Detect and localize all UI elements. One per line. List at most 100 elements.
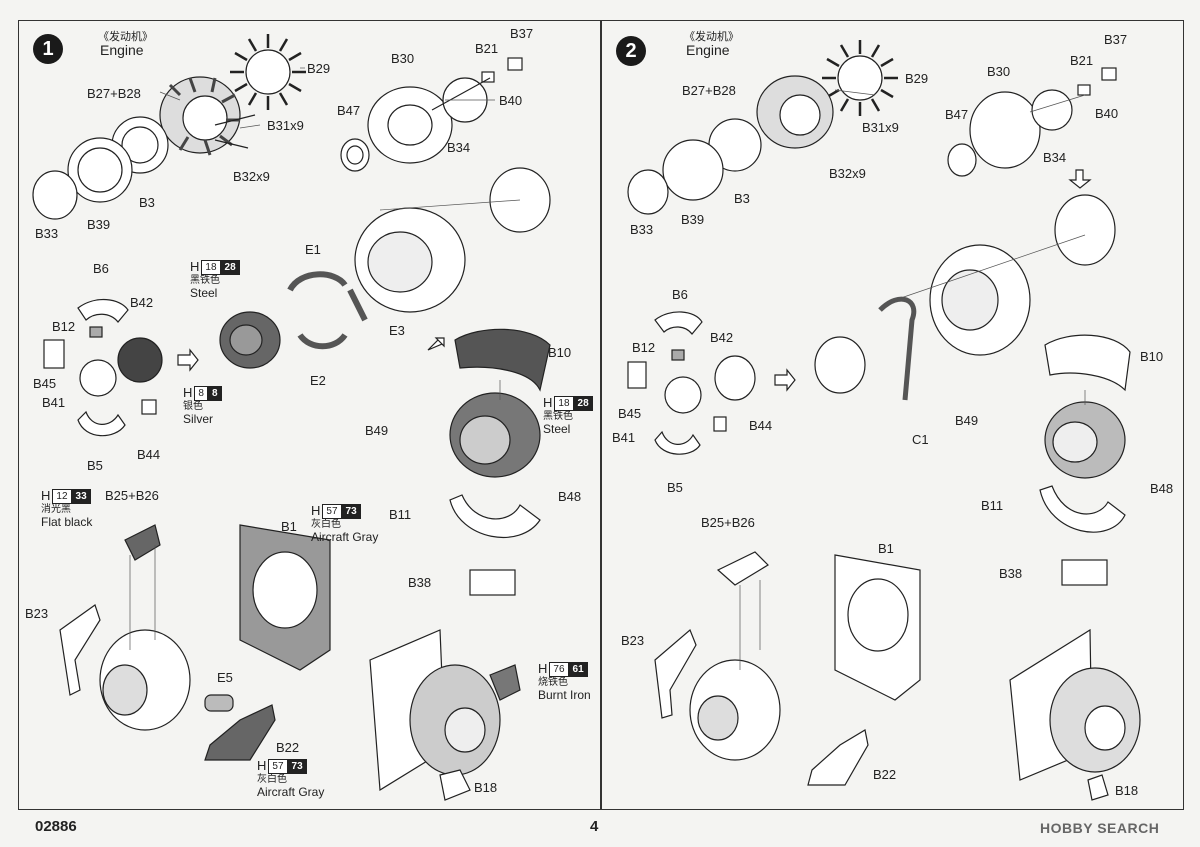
part-b5 bbox=[77, 410, 126, 437]
step-title-en: Engine bbox=[686, 42, 730, 58]
part-label: B22 bbox=[276, 740, 300, 755]
part-label: B40 bbox=[1095, 106, 1119, 121]
part-label: B34 bbox=[447, 140, 471, 155]
part-b41-hub-2 bbox=[664, 376, 702, 414]
part-b42 bbox=[117, 337, 163, 383]
part-label: B18 bbox=[474, 780, 498, 795]
part-b45-2 bbox=[627, 361, 647, 389]
part-label: B6 bbox=[93, 261, 109, 276]
part-b38 bbox=[469, 569, 516, 596]
step-number-badge: 1 bbox=[33, 34, 63, 64]
step-divider bbox=[600, 20, 602, 810]
part-label: B31x9 bbox=[862, 120, 899, 135]
part-label: B49 bbox=[365, 423, 389, 438]
part-e2 bbox=[297, 333, 348, 350]
part-b29-fan bbox=[230, 34, 306, 110]
part-label: B33 bbox=[630, 222, 654, 237]
part-label: B12 bbox=[52, 319, 76, 334]
part-e5 bbox=[204, 694, 234, 712]
part-label: B10 bbox=[1140, 349, 1164, 364]
part-label: B37 bbox=[510, 26, 534, 41]
part-label: B30 bbox=[987, 64, 1011, 79]
part-label: B37 bbox=[1104, 32, 1128, 47]
part-label: B25+B26 bbox=[701, 515, 755, 530]
part-label: B41 bbox=[42, 395, 66, 410]
part-b18 bbox=[439, 769, 471, 801]
part-label: B3 bbox=[139, 195, 155, 210]
part-label: B34 bbox=[1043, 150, 1067, 165]
product-code: 02886 bbox=[35, 818, 77, 835]
part-e3 bbox=[347, 288, 368, 322]
part-b39 bbox=[67, 137, 133, 203]
part-label: B32x9 bbox=[233, 169, 270, 184]
part-label: B48 bbox=[1150, 481, 1174, 496]
part-b6 bbox=[77, 299, 129, 323]
page-number: 4 bbox=[590, 818, 599, 835]
part-label: B12 bbox=[632, 340, 656, 355]
step-title-cn: 《发动机》 bbox=[98, 30, 153, 43]
part-label: B23 bbox=[621, 633, 645, 648]
part-label: B44 bbox=[137, 447, 161, 462]
part-label: B33 bbox=[35, 226, 59, 241]
part-label: B1 bbox=[878, 541, 894, 556]
part-label: B21 bbox=[475, 41, 499, 56]
part-label: B38 bbox=[999, 566, 1023, 581]
part-label: B22 bbox=[873, 767, 897, 782]
part-b37-2 bbox=[1101, 67, 1117, 81]
step-title-en: Engine bbox=[100, 42, 144, 58]
part-b33-2 bbox=[627, 169, 669, 215]
part-label: B41 bbox=[612, 430, 636, 445]
part-label: E1 bbox=[305, 242, 321, 257]
part-b23-2 bbox=[654, 628, 697, 719]
part-label: B27+B28 bbox=[682, 83, 736, 98]
part-label: C1 bbox=[912, 432, 929, 447]
part-label: B30 bbox=[391, 51, 415, 66]
step-title-cn: 《发动机》 bbox=[684, 30, 739, 43]
part-label: B11 bbox=[981, 498, 1004, 513]
part-label: B23 bbox=[25, 606, 49, 621]
part-b22 bbox=[204, 704, 276, 761]
part-b21 bbox=[481, 71, 495, 83]
part-b42-2 bbox=[714, 355, 756, 401]
part-b11-2 bbox=[1039, 485, 1126, 533]
part-b37 bbox=[507, 57, 523, 71]
part-label: B18 bbox=[1115, 783, 1139, 798]
part-label: B31x9 bbox=[267, 118, 304, 133]
part-label: B45 bbox=[618, 406, 642, 421]
part-exhaust bbox=[489, 664, 521, 701]
part-label: B47 bbox=[337, 103, 361, 118]
part-label: B5 bbox=[87, 458, 103, 473]
part-label: B44 bbox=[749, 418, 773, 433]
part-b44-2 bbox=[713, 416, 727, 432]
part-b25-b26-2 bbox=[716, 551, 769, 586]
part-b11 bbox=[449, 494, 541, 538]
part-propeller-hub-2 bbox=[814, 336, 866, 394]
part-b41-hub bbox=[79, 359, 117, 397]
part-label: E3 bbox=[389, 323, 405, 338]
part-b30 bbox=[367, 86, 453, 164]
part-label: B21 bbox=[1070, 53, 1094, 68]
part-b29-fan-2 bbox=[822, 40, 898, 116]
part-b10-2 bbox=[1044, 334, 1131, 392]
part-label: B11 bbox=[389, 507, 412, 522]
part-label: B45 bbox=[33, 376, 57, 391]
part-b25-b26 bbox=[124, 524, 161, 561]
part-c1 bbox=[878, 296, 917, 401]
part-label: B42 bbox=[130, 295, 154, 310]
part-e1 bbox=[287, 271, 348, 292]
part-label: B39 bbox=[87, 217, 111, 232]
part-b47 bbox=[340, 138, 370, 172]
step-number-badge: 2 bbox=[616, 36, 646, 66]
part-b44 bbox=[141, 399, 157, 415]
part-label: B25+B26 bbox=[105, 488, 159, 503]
part-b18-2 bbox=[1087, 774, 1109, 801]
part-label: B49 bbox=[955, 413, 979, 428]
part-b23 bbox=[59, 604, 101, 696]
part-label: B10 bbox=[548, 345, 572, 360]
